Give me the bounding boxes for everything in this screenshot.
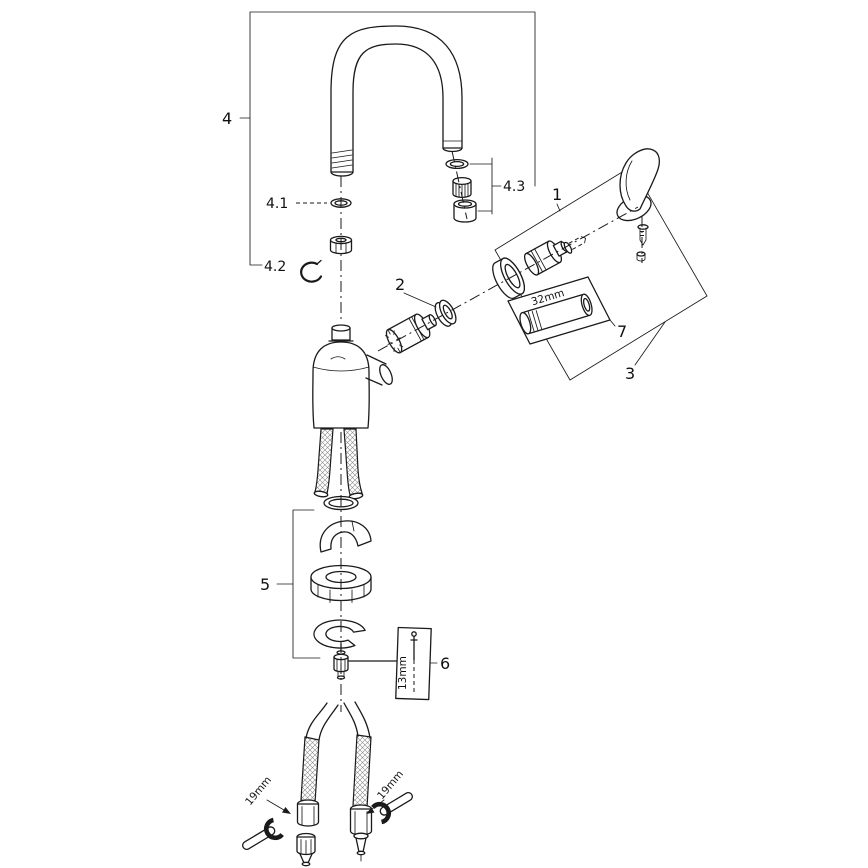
- cartridge: [384, 313, 437, 354]
- callout-1-label: 1: [552, 185, 562, 204]
- leader-1: [556, 203, 561, 212]
- handle-screw: [563, 236, 586, 254]
- leader-3: [634, 321, 666, 366]
- callout-4-1-label: 4.1: [266, 196, 288, 212]
- faucet-body: [312, 324, 393, 429]
- callout-4-bracket: [239, 11, 536, 266]
- arrowhead-left: [282, 807, 291, 814]
- dim-hex-key-label: 13mm: [397, 656, 409, 690]
- callout-4-3-label: 4.3: [503, 179, 525, 195]
- cartridge-insert: [523, 240, 568, 276]
- supply-hoses-upper: [313, 428, 364, 500]
- centerlines: [340, 150, 643, 712]
- dim-left-hose-group: 19mm: [243, 774, 274, 808]
- handle-fixing-screw: [636, 224, 649, 262]
- socket-tool-box: 32mm: [507, 276, 611, 345]
- callout-5-label: 5: [260, 575, 270, 594]
- leader-2: [403, 292, 437, 308]
- retaining-clip: [300, 259, 323, 283]
- handle: [616, 148, 660, 222]
- wrench-icon-right: [371, 791, 413, 825]
- supply-hose-bottom-right: [343, 701, 373, 862]
- spout: [330, 25, 463, 177]
- arrowhead-right: [366, 807, 375, 814]
- callout-3-label: 3: [625, 364, 635, 383]
- leader-7: [609, 319, 616, 327]
- callout-5-bracket: [276, 509, 321, 659]
- callout-4-label: 4: [222, 109, 232, 128]
- callout-4-2-label: 4.2: [264, 259, 286, 275]
- assembly-box-handle: [494, 165, 708, 381]
- callout-7-label: 7: [617, 322, 627, 341]
- horseshoe-washer: [313, 619, 366, 649]
- hex-key-box: 13mm: [348, 626, 432, 701]
- mounting-wedge: [319, 520, 372, 553]
- callout-4-3-bracket: [469, 157, 502, 215]
- wrench-icon-left: [242, 817, 284, 851]
- supply-hose-bottom-left: [296, 702, 339, 867]
- callout-2-label: 2: [395, 275, 405, 294]
- callout-6-label: 6: [440, 654, 450, 673]
- aerator-parts: [445, 158, 477, 223]
- dim-left-hose-label: 19mm: [243, 774, 274, 808]
